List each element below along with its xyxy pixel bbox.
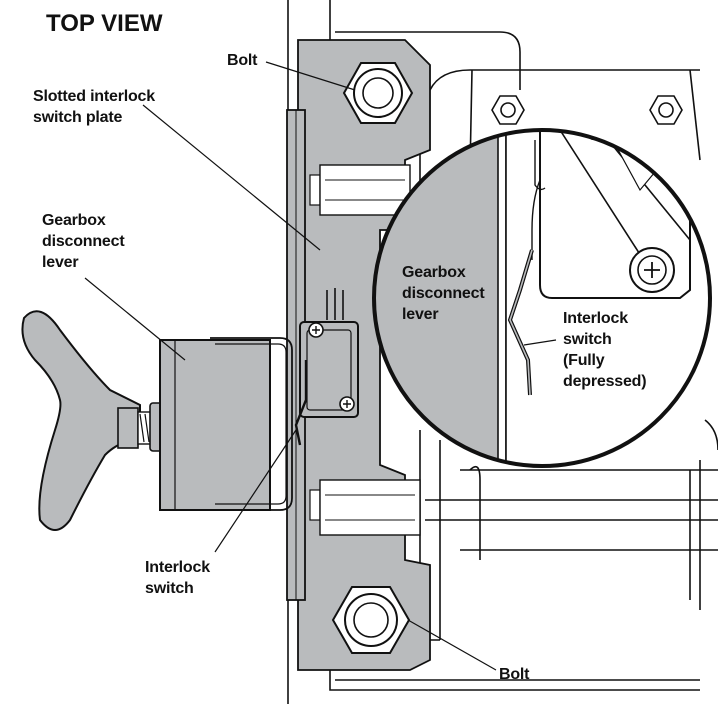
bolt-bottom-hex [331, 586, 411, 654]
housing-screws [491, 95, 683, 125]
leader-lines [84, 61, 557, 671]
interlock-switch-body [294, 288, 359, 446]
view-title: TOP VIEW [46, 10, 163, 37]
bolt-bottom-label: Bolt [499, 666, 530, 683]
detail-gearbox-lever-label: Gearbox disconnect lever [402, 264, 485, 323]
bolt-top-label: Bolt [227, 52, 258, 69]
interlock-switch-label: Interlock switch [145, 559, 210, 597]
slotted-plate-label: Slotted interlock switch plate [33, 88, 155, 126]
gearbox-lever-label: Gearbox disconnect lever [42, 212, 125, 271]
slotted-interlock-switch-plate [286, 39, 431, 671]
detail-interlock-switch-label: Interlock switch (Fully depressed) [563, 310, 647, 390]
bolt-top-hex [342, 62, 414, 124]
gearbox-disconnect-lever [21, 310, 293, 531]
